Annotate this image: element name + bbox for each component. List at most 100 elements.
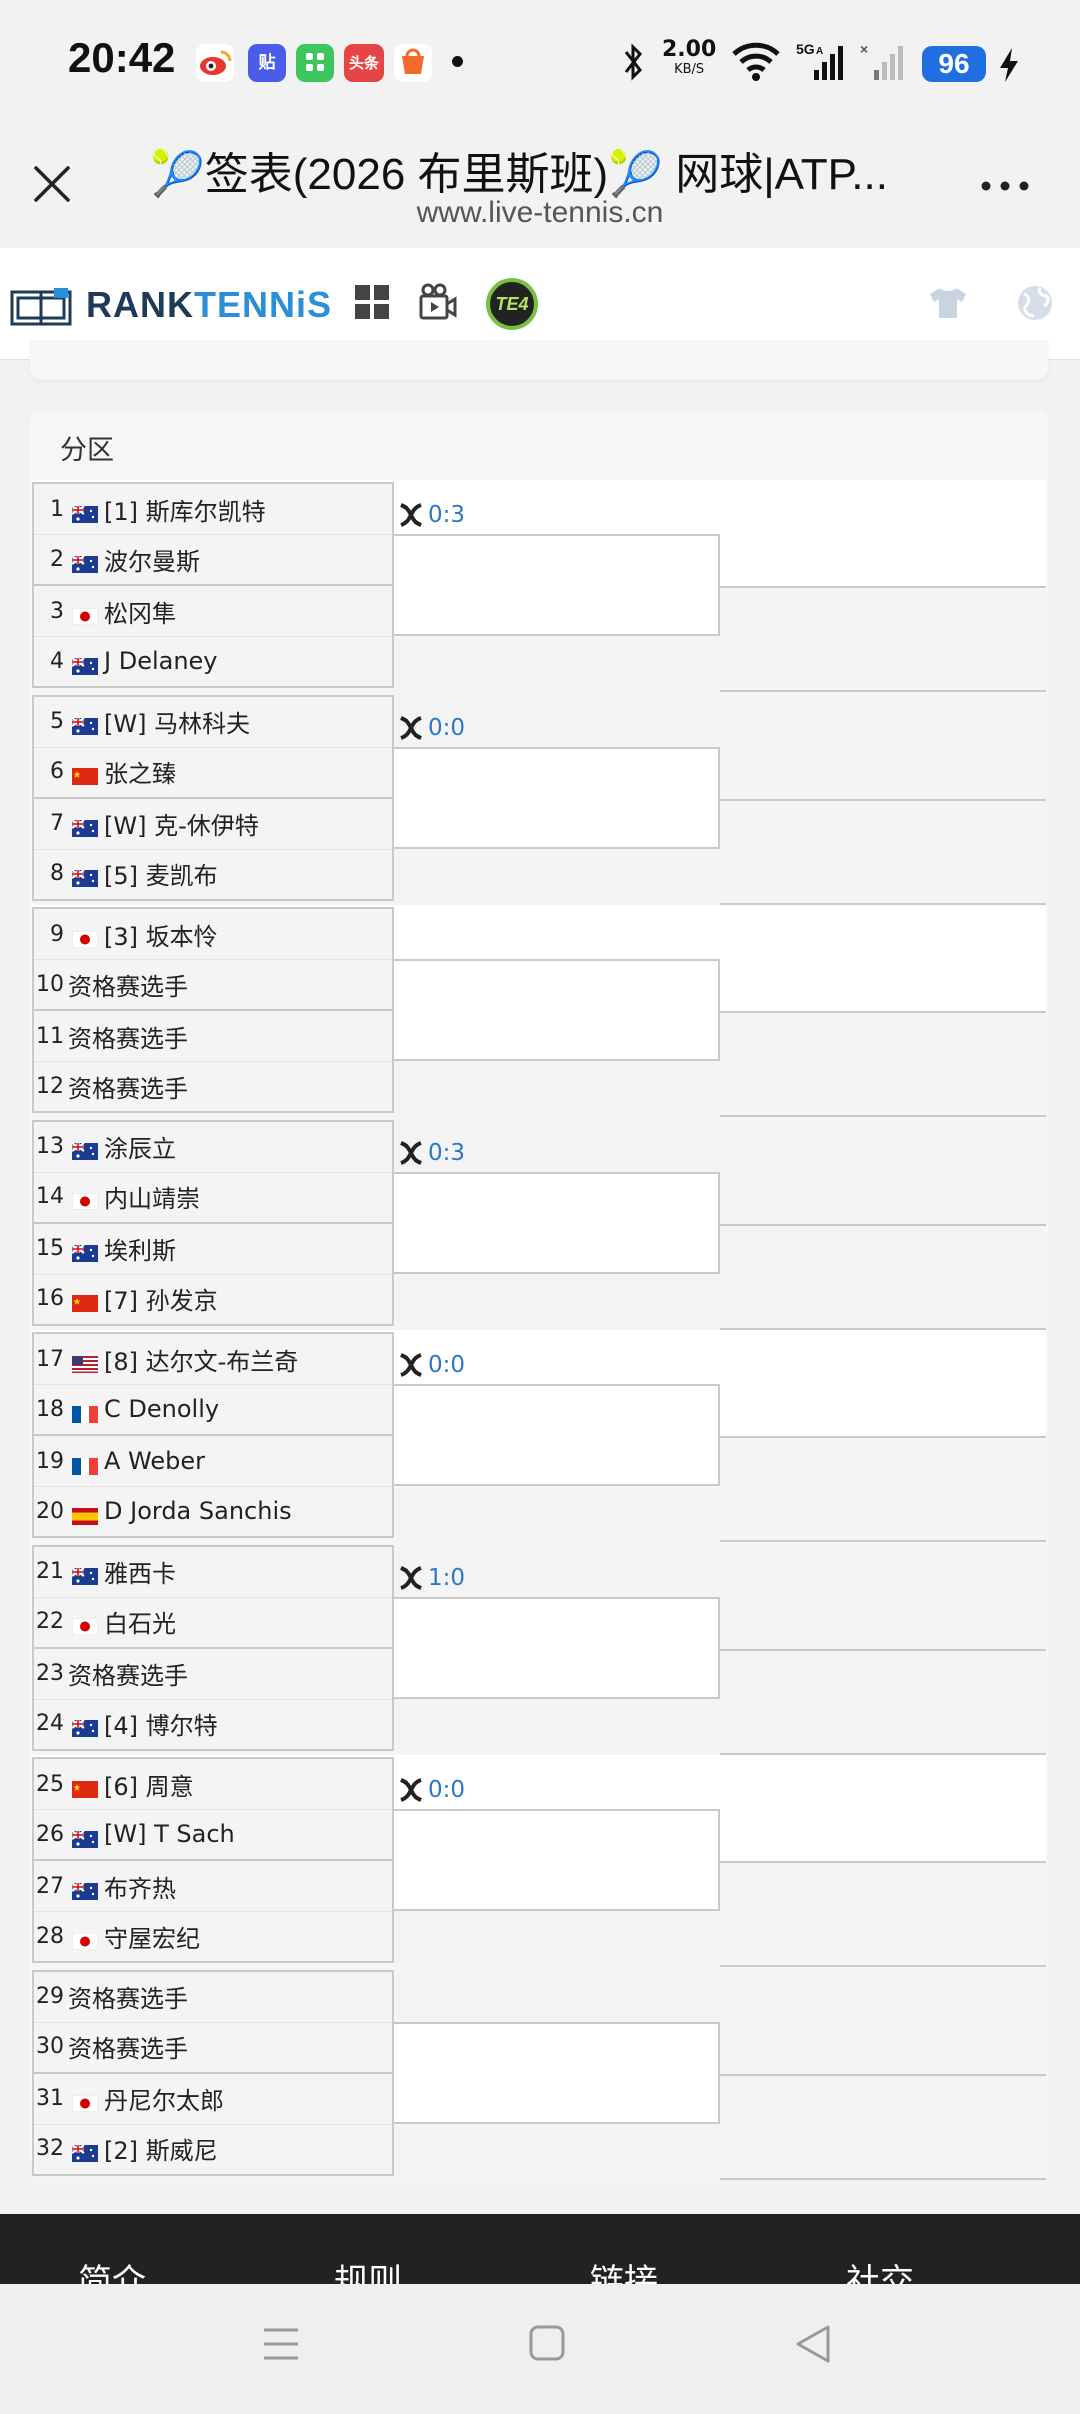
player-name[interactable]: 资格赛选手 [68,1074,188,1103]
h2h-icon [400,1565,422,1590]
player-name[interactable]: 涂辰立 [104,1135,176,1163]
player-row[interactable]: 5[W] 马林科夫 [34,697,394,747]
player-row[interactable]: 7[W] 克-休伊特 [34,799,394,849]
close-icon[interactable] [30,162,74,206]
player-name[interactable]: [2] 斯威尼 [104,2137,218,2165]
player-name[interactable]: [W] T Sach [104,1820,235,1848]
grid-menu-icon[interactable] [354,284,390,320]
player-name[interactable]: 丹尼尔太郎 [104,2087,224,2115]
player-name[interactable]: 波尔曼斯 [104,547,200,576]
player-name[interactable]: [1] 斯库尔凯特 [104,497,266,526]
player-name[interactable]: 资格赛选手 [68,972,188,1001]
player-name[interactable]: C Denolly [104,1395,220,1423]
player-row[interactable]: 8 [5] 麦凯布 [34,849,394,899]
player-name[interactable]: [6] 周意 [104,1772,194,1801]
player-row[interactable]: 9[3] 坂本怜 [34,909,394,959]
player-name[interactable]: [5] 麦凯布 [104,862,218,890]
row-divider [34,2123,392,2125]
player-name[interactable]: [8] 达尔文-布兰奇 [104,1347,299,1376]
home-nav-icon[interactable] [528,2324,566,2364]
footer-link-links[interactable]: 链接 [590,2262,658,2284]
shirt-icon[interactable] [928,286,968,320]
footer-link-intro[interactable]: 简介 [78,2262,146,2284]
more-options-icon[interactable] [980,176,1030,196]
back-nav-icon[interactable] [794,2324,832,2364]
h2h-score[interactable]: 1:0 [398,1565,465,1591]
player-row[interactable]: 19 A Weber [34,1436,394,1486]
te4-icon[interactable]: TE4 [486,278,538,330]
net-speed-value: 2.00 [662,37,717,62]
player-row[interactable]: 24 [4] 博尔特 [34,1699,394,1749]
player-seed-number: 8 [50,861,64,886]
player-name[interactable]: [W] 克-休伊特 [104,812,259,840]
ranktennis-logo-icon[interactable] [10,288,72,328]
h2h-score[interactable]: 0:3 [398,502,465,528]
player-name[interactable]: 资格赛选手 [68,1985,188,2013]
player-name[interactable]: [7] 孙发京 [104,1287,218,1315]
bracket-line [720,1436,1046,1438]
menu-nav-icon[interactable] [262,2324,300,2364]
player-name[interactable]: 白石光 [104,1610,176,1638]
site-brand[interactable]: RANKTENNiS [86,284,332,326]
browser-title-bar: 🎾签表(2026 布里斯班)🎾 网球|ATP... www.live-tenni… [0,120,1080,248]
player-name[interactable]: D Jorda Sanchis [104,1497,292,1525]
player-row[interactable]: 32[2] 斯威尼 [34,2124,394,2174]
player-seed-number: 19 [36,1448,64,1474]
player-name[interactable]: 埃利斯 [104,1237,176,1265]
player-name[interactable]: A Weber [104,1447,206,1475]
player-name[interactable]: 资格赛选手 [68,1024,188,1053]
player-name[interactable]: 资格赛选手 [68,2035,188,2063]
player-name[interactable]: 张之臻 [104,760,176,788]
svg-text:5G: 5G [796,41,815,57]
player-name[interactable]: 内山靖崇 [104,1185,200,1213]
h2h-icon [400,1778,422,1802]
player-name[interactable]: 雅西卡 [104,1560,176,1588]
video-icon[interactable] [418,282,458,322]
player-name[interactable]: [4] 博尔特 [104,1712,218,1740]
player-name[interactable]: 布齐热 [104,1874,176,1903]
player-name[interactable]: J Delaney [104,647,218,675]
footer-link-rules[interactable]: 规则 [334,2262,402,2284]
globe-icon[interactable] [1016,284,1054,322]
h2h-score[interactable]: 0:0 [398,1777,465,1803]
footer-link-social[interactable]: 社交 [846,2262,914,2284]
player-row[interactable]: 16[7] 孙发京 [34,1274,394,1324]
player-row[interactable]: 17[8] 达尔文-布兰奇 [34,1334,394,1384]
player-name[interactable]: [3] 坂本怜 [104,922,218,951]
player-name[interactable]: 守屋宏纪 [104,1924,200,1953]
player-name[interactable]: [W] 马林科夫 [104,710,251,738]
h2h-score[interactable]: 0:0 [398,715,465,741]
h2h-score[interactable]: 0:3 [398,1140,465,1166]
row-divider [34,746,392,748]
h2h-score[interactable]: 0:0 [398,1352,465,1378]
player-name[interactable]: 资格赛选手 [68,1662,188,1690]
row-divider [34,2021,392,2023]
player-row[interactable]: 26[W] T Sach [34,1809,394,1859]
player-row[interactable]: 1[1] 斯库尔凯特 [34,484,394,534]
player-seed-number: 24 [36,1711,64,1736]
row-divider [34,1061,392,1062]
player-name[interactable]: 松冈隼 [104,599,176,628]
player-row[interactable]: 25[6] 周意 [34,1759,394,1809]
